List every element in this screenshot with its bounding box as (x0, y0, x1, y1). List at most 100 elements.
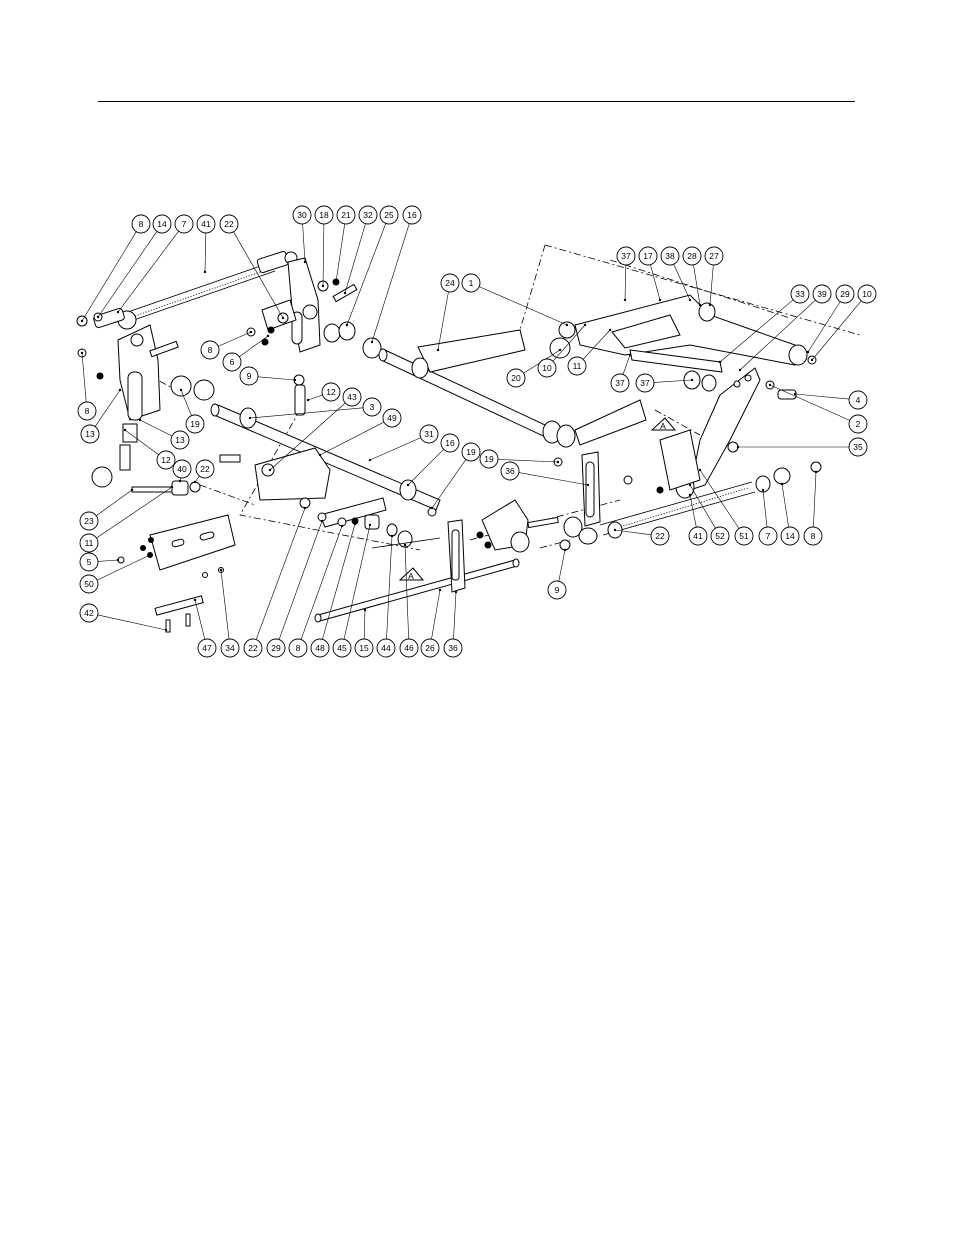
callout-number: 50 (84, 579, 94, 589)
part-callout: 34 (221, 639, 239, 657)
part-callout: 37 (611, 374, 629, 392)
leader-tip (691, 379, 693, 381)
detail-flag-upper: A (652, 418, 675, 431)
leader-tip (431, 507, 433, 509)
callout-number: 32 (363, 210, 373, 220)
leader-tip (117, 311, 119, 313)
callout-number: 29 (840, 289, 850, 299)
leader-tip (794, 393, 796, 395)
leader-tip (371, 341, 373, 343)
part-callout: 8 (201, 341, 219, 359)
part-callout: 3 (363, 398, 381, 416)
leader-line (559, 550, 565, 581)
part-callout: 31 (420, 425, 438, 443)
leader-line (625, 265, 626, 300)
pin-12-upper (295, 385, 305, 415)
leader-line (498, 459, 558, 462)
leader-tip (117, 559, 119, 561)
leader-line (303, 224, 305, 262)
part-callout: 12 (322, 383, 340, 401)
part-callout: 16 (441, 434, 459, 452)
part-callout: 32 (359, 206, 377, 224)
callout-number: 9 (555, 585, 560, 595)
spring-41-upper (125, 262, 275, 322)
left-link-assembly (78, 325, 214, 495)
leader-line (795, 394, 849, 399)
leader-tip (566, 324, 568, 326)
part-callout: 45 (333, 639, 351, 657)
leader-tip (624, 299, 626, 301)
part-callout: 19 (462, 443, 480, 461)
part-callout: 44 (377, 639, 395, 657)
washer-22-left (190, 482, 200, 492)
callout-number: 27 (709, 251, 719, 261)
callout-number: 52 (715, 531, 725, 541)
callout-number: 4 (856, 395, 861, 405)
callout-number: 37 (615, 378, 625, 388)
clevis-pin (120, 445, 130, 470)
leader-tip (815, 471, 817, 473)
washer-8-center (338, 518, 346, 526)
callout-number: 47 (202, 643, 212, 653)
washer-22-center (300, 498, 310, 508)
leader-tip (149, 554, 151, 556)
leader-line (763, 490, 767, 527)
part-callout: 25 (380, 206, 398, 224)
part-callout: 46 (400, 639, 418, 657)
leader-tip (97, 316, 99, 318)
leader-tip (346, 324, 348, 326)
callout-number: 12 (161, 455, 171, 465)
callout-number: 8 (139, 219, 144, 229)
leader-tip (609, 329, 611, 331)
leader-tip (341, 525, 343, 527)
part-callout: 13 (171, 431, 189, 449)
spacer-40 (172, 481, 188, 495)
callout-number: 42 (84, 608, 94, 618)
bolt-43 (220, 455, 240, 462)
leader-line (770, 385, 850, 420)
leader-tip (762, 489, 764, 491)
callout-number: 37 (640, 378, 650, 388)
callout-number: 34 (225, 643, 235, 653)
nut-35 (728, 442, 738, 452)
leader-tip (119, 389, 121, 391)
callout-number: 20 (511, 373, 521, 383)
nut-9-lower (560, 540, 570, 550)
part-callout: 29 (836, 285, 854, 303)
part-callout: 11 (568, 357, 586, 375)
callout-number: 49 (387, 413, 397, 423)
leader-tip (587, 484, 589, 486)
callout-number: 36 (505, 466, 515, 476)
washer-19b (194, 380, 214, 400)
leader-line (96, 490, 132, 516)
callout-number: 7 (766, 531, 771, 541)
shaft-collar-left (240, 408, 256, 428)
leader-line (782, 484, 789, 527)
part-callout: 1 (462, 274, 480, 292)
callout-number: 10 (862, 289, 872, 299)
leader-line (320, 422, 384, 455)
leader-tip (699, 304, 701, 306)
leader-tip (719, 361, 721, 363)
pin-4 (778, 390, 796, 399)
part-callout: 17 (639, 247, 657, 265)
leader-tip (124, 429, 126, 431)
part-callout: 39 (813, 285, 831, 303)
leader-tip (335, 281, 337, 283)
leader-line (700, 470, 739, 529)
leader-line (98, 231, 157, 317)
part-callout: 9 (240, 367, 258, 385)
part-callout: 24 (441, 274, 459, 292)
leader-line (813, 472, 816, 527)
callout-number: 33 (795, 289, 805, 299)
left-mount-plate (118, 515, 235, 632)
part-callout: 21 (337, 206, 355, 224)
leader-tip (354, 523, 356, 525)
leader-tip (811, 359, 813, 361)
callout-number: 22 (224, 219, 234, 229)
part-callout: 2 (849, 415, 867, 433)
callout-number: 7 (182, 219, 187, 229)
part-callout: 14 (781, 527, 799, 545)
washer-25a (324, 324, 340, 342)
leader-tip (304, 261, 306, 263)
